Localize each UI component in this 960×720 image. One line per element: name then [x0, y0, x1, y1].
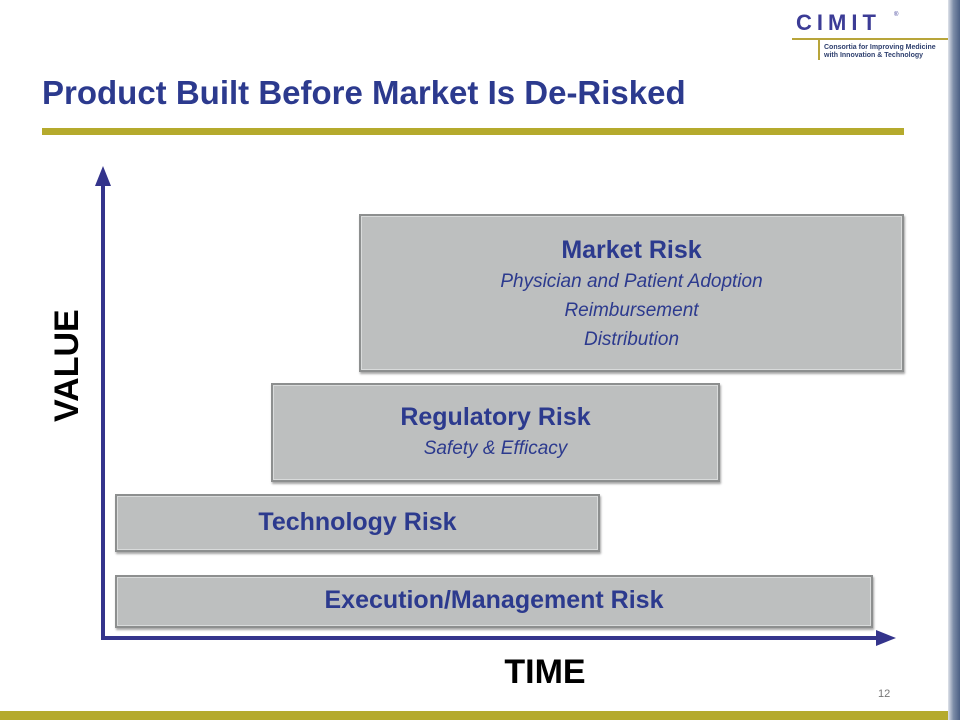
market-risk-box: Market Risk Physician and Patient Adopti… — [359, 214, 904, 372]
right-edge-bar — [948, 0, 960, 720]
logo-tagline-line1: Consortia for Improving Medicine — [824, 44, 936, 51]
page-number: 12 — [878, 688, 891, 700]
logo-rule-vertical — [818, 38, 820, 60]
market-risk-detail: Physician and Patient Adoption — [500, 271, 763, 292]
technology-risk-title: Technology Risk — [258, 508, 457, 536]
market-risk-detail: Reimbursement — [564, 300, 699, 321]
bottom-accent-bar — [0, 711, 948, 720]
execution-risk-box: Execution/Management Risk — [115, 575, 873, 628]
y-axis-label: VALUE — [48, 309, 86, 422]
logo-wordmark: CIMIT — [796, 10, 881, 35]
regulatory-risk-box: Regulatory Risk Safety & Efficacy — [271, 383, 720, 482]
x-axis-arrowhead — [876, 630, 896, 646]
logo-registered-mark: ® — [894, 12, 899, 18]
slide-title: Product Built Before Market Is De-Risked — [42, 74, 686, 111]
logo-rule-horizontal — [792, 38, 948, 40]
regulatory-risk-detail: Safety & Efficacy — [423, 438, 568, 459]
market-risk-title: Market Risk — [561, 236, 702, 264]
x-axis-label: TIME — [504, 653, 586, 691]
market-risk-detail: Distribution — [583, 329, 680, 350]
technology-risk-box: Technology Risk — [115, 494, 600, 552]
y-axis-arrowhead — [95, 166, 111, 186]
execution-risk-title: Execution/Management Risk — [324, 586, 664, 614]
logo-tagline: Consortia for Improving Medicine with In… — [824, 44, 948, 60]
regulatory-risk-title: Regulatory Risk — [400, 403, 591, 431]
logo-tagline-line2: with Innovation & Technology — [824, 52, 924, 59]
cimit-logo: CIMIT ® Consortia for Improving Medicine… — [792, 8, 948, 60]
title-underline — [42, 128, 904, 135]
